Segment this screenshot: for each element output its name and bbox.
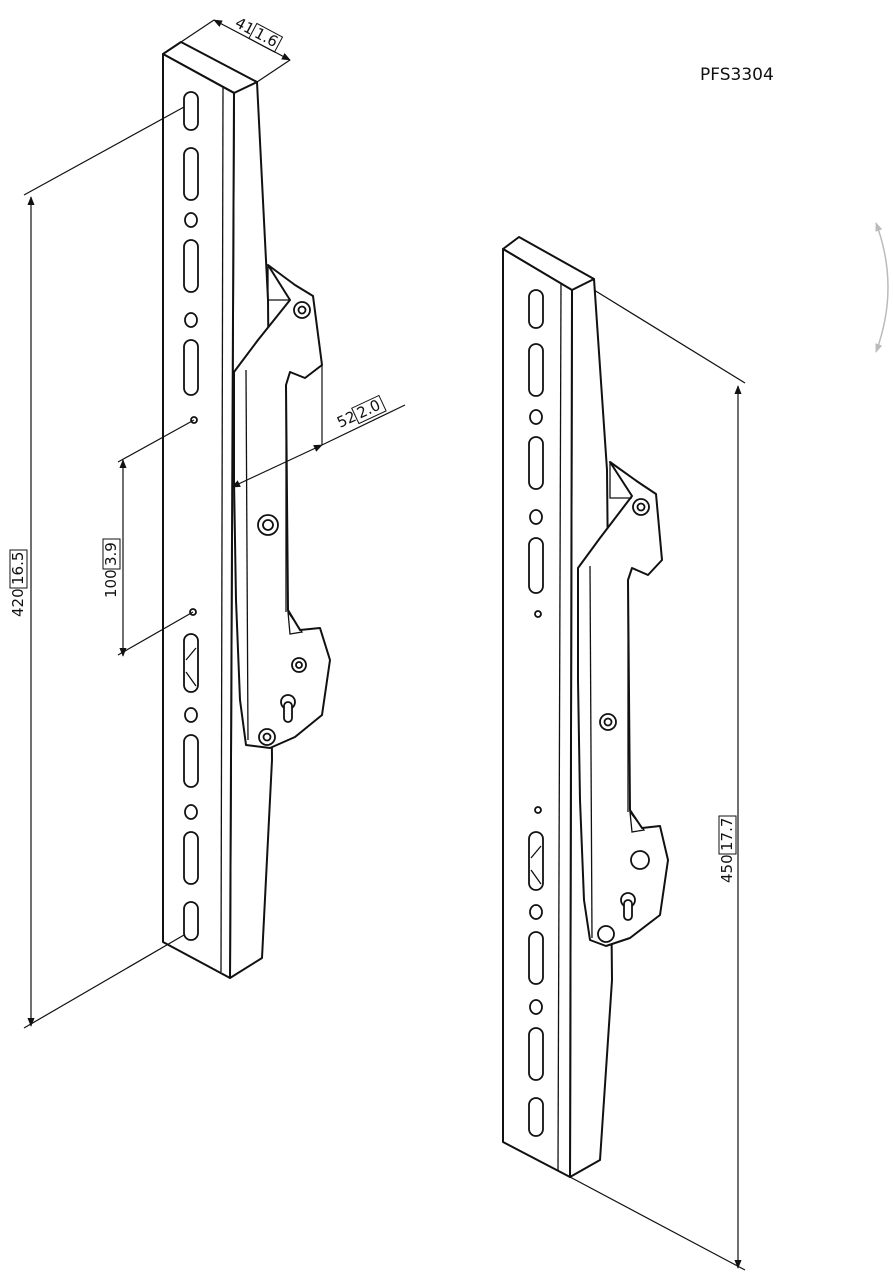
left-hook-plate	[233, 264, 331, 749]
dim-hole-pitch-mm: 100	[102, 569, 120, 598]
dim-left-height-in: 16.5	[9, 552, 27, 585]
dim-left-height: 420 16.5	[9, 106, 185, 1029]
dim-right-height: 450 17.7	[569, 289, 746, 1271]
dim-offset-in: 2.0	[354, 396, 383, 422]
model-label: PFS3304	[700, 65, 774, 85]
dim-right-height-in: 17.7	[718, 818, 736, 851]
dim-right-height-mm: 450	[718, 854, 736, 883]
dim-left-height-mm: 420	[9, 588, 27, 617]
dim-hole-pitch-in: 3.9	[102, 542, 120, 566]
dim-hole-pitch: 100 3.9	[102, 419, 195, 657]
right-hook-plate	[577, 461, 669, 947]
tilt-arc-icon	[875, 222, 889, 353]
